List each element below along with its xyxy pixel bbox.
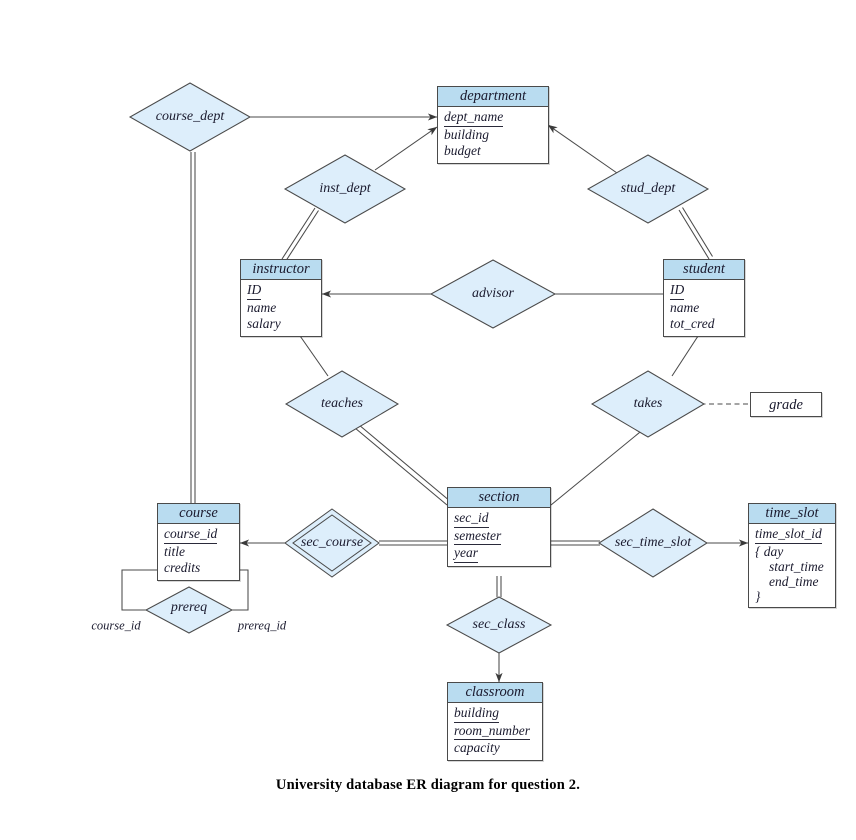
relationship-course-dept[interactable]	[128, 82, 252, 152]
entity-course-attributes: course_id title credits	[158, 524, 239, 580]
attribute-capacity: capacity	[454, 740, 500, 755]
relationship-stud-dept[interactable]	[586, 154, 710, 224]
link-stud-dept-student-a	[678, 209, 710, 260]
attribute-room-number: room_number	[454, 723, 537, 740]
relationship-sec-time-slot[interactable]	[598, 508, 708, 578]
entity-instructor-attributes: ID name salary	[241, 280, 321, 336]
attribute-start-time: start_time	[769, 558, 824, 574]
entity-course[interactable]: course course_id title credits	[157, 503, 240, 581]
entity-department-attributes: dept_name building budget	[438, 107, 548, 163]
relationship-sec-course-inner	[292, 514, 372, 572]
link-inst-dept-department	[374, 126, 438, 171]
entity-section-attributes: sec_id semester year	[448, 508, 550, 566]
attribute-student-name: name	[670, 299, 700, 315]
entity-section-title: section	[448, 488, 550, 508]
attribute-instructor-name: name	[247, 299, 277, 315]
attribute-multivalued-close-brace: }	[755, 588, 761, 604]
role-label-course-id: course_id	[91, 618, 141, 633]
attribute-day: { day	[755, 543, 784, 559]
entity-classroom[interactable]: classroom building room_number capacity	[447, 682, 543, 761]
attribute-course-title: title	[164, 543, 185, 559]
entity-department[interactable]: department dept_name building budget	[437, 86, 549, 164]
relationship-takes[interactable]	[590, 370, 706, 438]
attribute-dept-name: dept_name	[444, 109, 543, 127]
entity-time-slot-title: time_slot	[749, 504, 835, 524]
link-stud-dept-student-b	[682, 207, 713, 257]
relationship-advisor[interactable]	[429, 259, 557, 329]
link-inst-dept-instructor-a	[281, 207, 316, 260]
entity-student[interactable]: student ID name tot_cred	[663, 259, 745, 337]
link-teaches-section-b	[358, 424, 451, 502]
link-inst-dept-instructor-b	[285, 210, 319, 262]
relationship-inst-dept[interactable]	[283, 154, 407, 224]
entity-time-slot-attributes: time_slot_id { day start_time end_time }	[749, 524, 835, 607]
entity-classroom-title: classroom	[448, 683, 542, 703]
entity-student-attributes: ID name tot_cred	[664, 280, 744, 336]
link-takes-section	[550, 427, 646, 506]
attribute-course-id: course_id	[164, 526, 234, 544]
role-label-prereq-id: prereq_id	[237, 618, 287, 633]
diagram-caption: University database ER diagram for quest…	[275, 777, 581, 793]
link-course-prereq-left	[121, 569, 157, 611]
attribute-building: building	[444, 126, 490, 142]
attribute-time-slot-id: time_slot_id	[755, 526, 830, 544]
attribute-year: year	[454, 545, 545, 563]
attribute-box-grade: grade	[750, 392, 822, 417]
entity-student-title: student	[664, 260, 744, 280]
entity-classroom-attributes: building room_number capacity	[448, 703, 542, 760]
relationship-prereq[interactable]	[144, 586, 234, 634]
attribute-student-id: ID	[670, 282, 739, 300]
link-student-takes	[671, 332, 701, 377]
link-stud-dept-department	[547, 124, 618, 174]
entity-instructor[interactable]: instructor ID name salary	[240, 259, 322, 337]
relationship-teaches[interactable]	[284, 370, 400, 438]
attribute-student-tot-cred: tot_cred	[670, 316, 715, 331]
entity-course-title: course	[158, 504, 239, 524]
attribute-course-credits: credits	[164, 560, 201, 575]
attribute-instructor-salary: salary	[247, 316, 281, 331]
entity-time-slot[interactable]: time_slot time_slot_id { day start_time …	[748, 503, 836, 608]
attribute-classroom-building: building	[454, 705, 537, 723]
attribute-budget: budget	[444, 143, 481, 158]
link-teaches-section-a	[354, 427, 448, 506]
link-course-prereq-right	[221, 569, 249, 611]
entity-section[interactable]: section sec_id semester year	[447, 487, 551, 567]
relationship-sec-class[interactable]	[445, 596, 553, 654]
entity-instructor-title: instructor	[241, 260, 321, 280]
attribute-semester: semester	[454, 528, 545, 545]
entity-department-title: department	[438, 87, 548, 107]
attribute-sec-id: sec_id	[454, 510, 545, 528]
link-instructor-teaches	[297, 332, 329, 377]
attribute-end-time: end_time	[769, 573, 819, 589]
attribute-instructor-id: ID	[247, 282, 316, 300]
